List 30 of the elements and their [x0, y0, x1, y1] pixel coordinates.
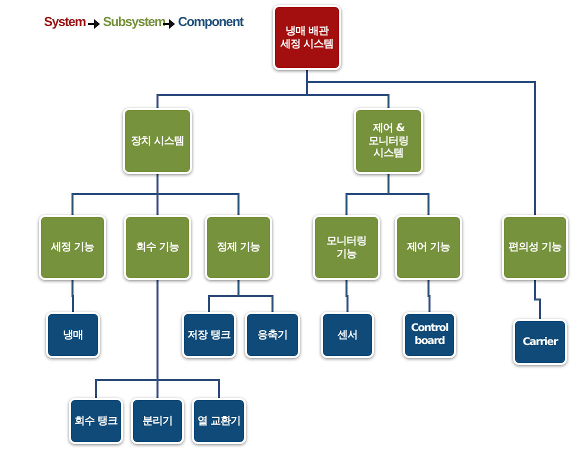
connector-line — [534, 280, 541, 319]
component-box: 열 교환기 — [192, 398, 246, 444]
subsystem-box: 모니터링 기능 — [313, 215, 380, 280]
hierarchy-label: Subsystem — [103, 14, 166, 29]
subsystem-box: 제어 & 모니터링 시스템 — [354, 108, 423, 174]
connector-line — [388, 174, 430, 215]
subsystem-box: 세정 기능 — [39, 215, 106, 280]
subsystem-box: 장치 시스템 — [123, 108, 192, 174]
connector-line — [156, 174, 240, 215]
connector-line — [306, 70, 536, 215]
component-box: 센서 — [321, 312, 374, 358]
subsystem-box: 회수 기능 — [124, 215, 191, 280]
component-box: 저장 탱크 — [182, 312, 236, 358]
subsystem-box: 제어 기능 — [395, 215, 462, 280]
connector-line — [72, 280, 74, 312]
component-box: Control board — [403, 312, 456, 358]
subsystem-box: 정제 기능 — [205, 215, 272, 280]
component-box: 응축기 — [245, 312, 300, 358]
connector-line — [428, 280, 430, 312]
connector-line — [346, 280, 348, 312]
subsystem-box: 편의성 기능 — [502, 215, 568, 280]
component-box: 냉매 — [46, 312, 100, 358]
component-box: 분리기 — [131, 398, 184, 444]
system-box: 냉매 배관 세정 시스템 — [273, 5, 341, 70]
connector-line — [156, 280, 220, 398]
connector-line — [238, 280, 274, 312]
component-box: 회수 탱크 — [69, 398, 123, 444]
hierarchy-label: System — [44, 14, 86, 29]
component-box: Carrier — [513, 319, 567, 365]
hierarchy-label: Component — [178, 14, 244, 29]
